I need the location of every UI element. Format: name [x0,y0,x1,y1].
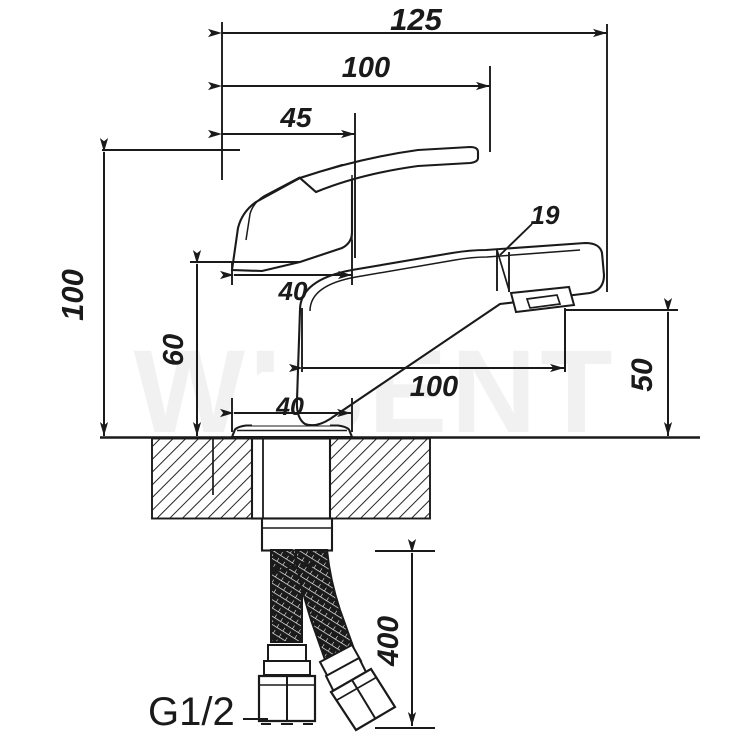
spout-assembly [295,241,606,427]
dim-handle-offset: 45 [279,102,312,133]
shank-below-counter [260,517,334,552]
label-thread-size: G1/2 [148,690,235,734]
hose-end-fittings [257,643,397,732]
lever-handle [230,145,480,273]
dim-base-diameter: 40 [275,393,304,421]
dim-total-reach: 125 [390,2,442,37]
dim-body-height: 100 [55,269,90,321]
dim-lever-base-width: 40 [278,276,308,306]
countertop-section [100,436,700,520]
supply-hoses [270,549,360,676]
dimension-labels: 125 100 45 19 100 60 40 100 40 50 400 G1… [55,2,659,734]
dim-outlet-height: 50 [626,358,659,392]
dim-hose-length: 400 [372,616,405,667]
dim-spout-projection: 100 [410,371,458,403]
extension-lines [102,22,678,729]
dim-spout-base-height: 60 [158,334,190,366]
base-escutcheon [230,424,354,439]
dim-spout-reach: 100 [342,52,390,84]
leader-lines [243,223,533,720]
dim-aerator-diameter: 19 [531,200,560,230]
dimension-lines [99,28,673,726]
